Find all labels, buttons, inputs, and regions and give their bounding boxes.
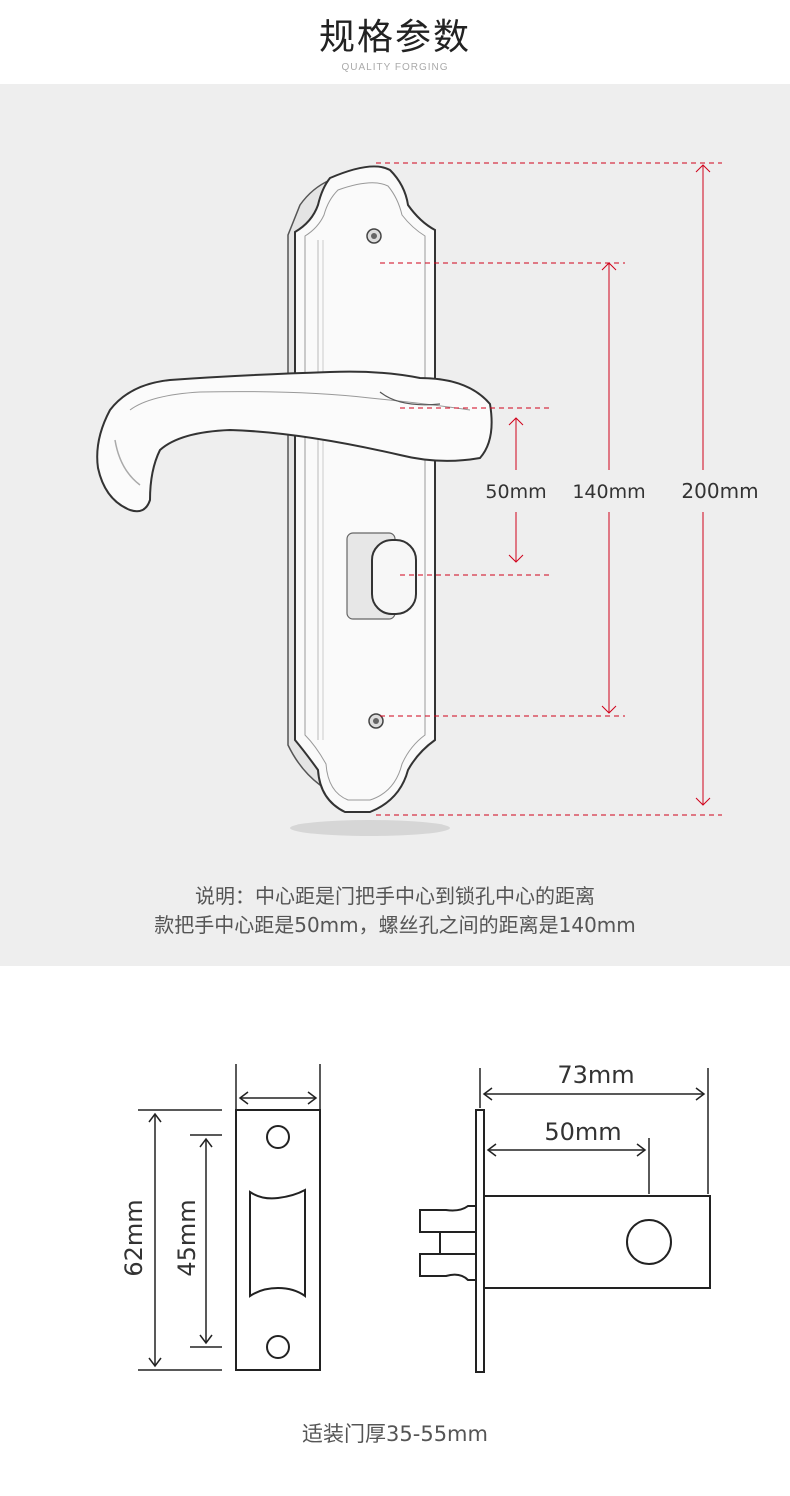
lock-dim-73-label: 73mm [557,1061,634,1089]
page-subtitle: QUALITY FORGING [341,62,449,73]
handle-dim-50-label: 50mm [485,481,546,503]
note-line-1: 说明：中心距是门把手中心到锁孔中心的距离 [195,884,595,908]
page-title: 规格参数 [318,17,471,58]
header: 规格参数 QUALITY FORGING [0,0,790,84]
handle-illustration [96,165,493,836]
handle-dim-200-label: 200mm [681,479,758,503]
lock-body-illustration [419,1068,711,1373]
handle-dim-140-label: 140mm [572,481,645,503]
note-line-2: 款把手中心距是50mm，螺丝孔之间的距离是140mm [154,913,636,937]
strike-dim-45-label: 45mm [173,1199,201,1276]
lock-dim-50-label: 50mm [544,1118,621,1146]
handle-dimensions [376,162,722,816]
strike-plate-illustration [138,1064,321,1371]
door-thickness-note: 适装门厚35-55mm [302,1422,488,1446]
strike-dim-62-label: 62mm [120,1199,148,1276]
